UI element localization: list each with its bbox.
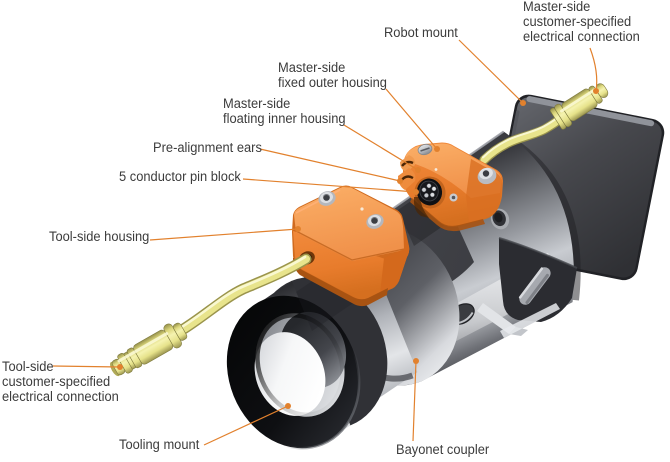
dot-tool-electrical — [117, 364, 123, 370]
leader-master-fixed — [385, 88, 438, 150]
label-bayonet-coupler: Bayonet coupler — [396, 442, 490, 457]
dot-pin-block — [413, 189, 419, 195]
label-pin-block: 5 conductor pin block — [119, 169, 241, 184]
master-electrical-connector — [549, 83, 609, 130]
pin-block — [413, 176, 446, 218]
label-robot-mount: Robot mount — [384, 25, 458, 40]
label-tool-housing: Tool-side housing — [49, 229, 150, 244]
bayonet-cam-block — [477, 237, 578, 336]
leader-robot-mount — [458, 39, 524, 104]
leader-master-electrical — [589, 47, 598, 92]
label-master-electrical: Master-side customer-specified electrica… — [523, 0, 640, 44]
master-housing-screws — [417, 143, 497, 202]
leader-bayonet-coupler — [412, 360, 417, 442]
leader-tooling-mount — [203, 405, 289, 446]
leader-tool-housing — [149, 228, 299, 241]
leader-tool-electrical — [52, 365, 121, 368]
leader-pre-alignment-ears — [259, 148, 401, 182]
tool-side-housing — [292, 185, 410, 307]
dot-tool-housing — [295, 226, 301, 232]
label-master-floating: Master-side floating inner housing — [223, 96, 346, 126]
label-pre-alignment-ears: Pre-alignment ears — [153, 140, 262, 155]
dot-master-fixed — [434, 146, 440, 152]
leader-lines — [52, 39, 598, 446]
counterbore-hole — [490, 208, 510, 230]
label-tooling-mount: Tooling mount — [119, 437, 200, 452]
leader-master-floating — [343, 124, 419, 171]
tool-housing-screws — [318, 191, 384, 229]
dot-master-electrical — [593, 88, 599, 94]
dot-tooling-mount — [285, 403, 291, 409]
master-electrical-cable — [479, 112, 567, 165]
leader-pin-block — [242, 178, 417, 193]
tool-electrical-connector — [110, 322, 188, 377]
dot-master-floating — [415, 167, 421, 173]
dot-robot-mount — [520, 100, 526, 106]
dot-bayonet-coupler — [413, 358, 419, 364]
label-tool-electrical: Tool-side customer-specified electrical … — [2, 359, 119, 404]
leader-dots — [117, 88, 599, 409]
tool-electrical-cable — [176, 253, 312, 336]
master-side-housing — [398, 142, 503, 232]
tooling-mount-ring — [225, 294, 361, 450]
dot-pre-alignment-ears — [397, 178, 403, 184]
label-master-fixed: Master-side fixed outer housing — [278, 60, 387, 90]
